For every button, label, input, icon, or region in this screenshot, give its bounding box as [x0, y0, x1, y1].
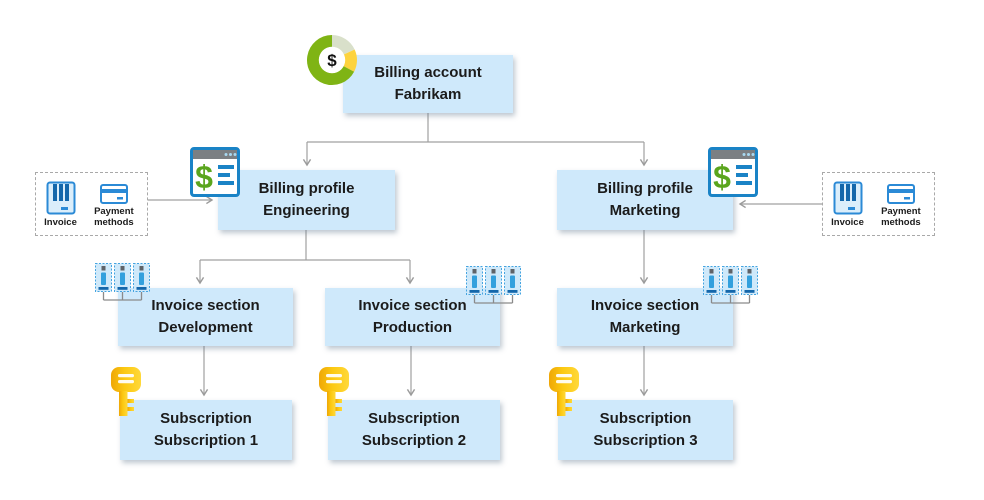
node-name: Marketing — [609, 319, 681, 336]
window-dollar-invoice-icon: $ — [708, 147, 758, 197]
node-invoice-section-production: Invoice section Production — [325, 288, 500, 346]
credit-card-icon — [99, 184, 128, 204]
invoice-batch-icon — [466, 266, 521, 304]
node-type-label: Billing profile — [258, 180, 355, 197]
node-billing-account: Billing account Fabrikam — [343, 55, 513, 113]
svg-text:$: $ — [195, 159, 213, 195]
node-type-label: Billing profile — [597, 180, 693, 197]
invoice-payment-panel-right: Invoice Payment methods — [822, 172, 935, 236]
node-type-label: Invoice section — [151, 297, 260, 314]
invoice-document-icon — [833, 181, 862, 214]
node-invoice-section-marketing: Invoice section Marketing — [557, 288, 733, 346]
node-subscription-2: Subscription Subscription 2 — [328, 400, 500, 460]
payment-methods-item: Payment methods — [89, 184, 139, 228]
key-icon — [549, 367, 579, 416]
node-subscription-1: Subscription Subscription 1 — [120, 400, 292, 460]
node-name: Subscription 2 — [361, 432, 467, 449]
invoice-label: Invoice — [831, 216, 864, 228]
key-icon — [111, 367, 141, 416]
svg-text:$: $ — [713, 159, 731, 195]
key-icon — [319, 367, 349, 416]
invoice-batch-icon — [95, 263, 150, 301]
node-invoice-section-development: Invoice section Development — [118, 288, 293, 346]
credit-card-icon — [886, 184, 915, 204]
node-name: Production — [372, 319, 453, 336]
donut-dollar-icon: $ — [307, 35, 357, 85]
node-billing-profile-engineering: Billing profile Engineering — [218, 170, 395, 230]
svg-text:$: $ — [327, 51, 337, 70]
invoice-item: Invoice — [44, 181, 77, 229]
payment-methods-label: Payment methods — [94, 206, 134, 228]
node-name: Subscription 1 — [153, 432, 259, 449]
node-type-label: Invoice section — [358, 297, 467, 314]
node-type-label: Invoice section — [590, 297, 700, 314]
payment-methods-item: Payment methods — [876, 184, 926, 228]
node-name: Subscription 3 — [593, 432, 698, 449]
node-name: Fabrikam — [394, 86, 462, 103]
invoice-document-icon — [46, 181, 75, 214]
node-type-label: Subscription — [160, 410, 252, 427]
window-dollar-invoice-icon: $ — [190, 147, 240, 197]
node-billing-profile-marketing: Billing profile Marketing — [557, 170, 733, 230]
node-name: Development — [158, 319, 253, 336]
invoice-payment-panel-left: Invoice Payment methods — [35, 172, 148, 236]
node-type-label: Billing account — [374, 64, 482, 81]
invoice-item: Invoice — [831, 181, 864, 229]
node-type-label: Subscription — [599, 410, 692, 427]
node-subscription-3: Subscription Subscription 3 — [558, 400, 733, 460]
invoice-label: Invoice — [44, 216, 77, 228]
node-type-label: Subscription — [368, 410, 460, 427]
invoice-batch-icon — [703, 266, 758, 304]
node-name: Engineering — [263, 202, 350, 219]
node-name: Marketing — [609, 202, 681, 219]
payment-methods-label: Payment methods — [881, 206, 921, 228]
